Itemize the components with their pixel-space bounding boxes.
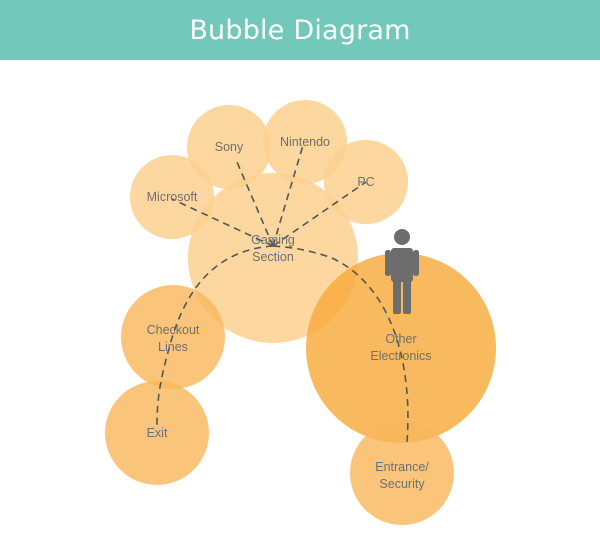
path-hub-to-sony: [236, 161, 274, 247]
label-sony: Sony: [215, 140, 244, 154]
label-exit: Exit: [147, 426, 168, 440]
label-checkout-line2: Lines: [158, 340, 188, 354]
bubble-entrance-security: [350, 421, 454, 525]
label-nintendo: Nintendo: [280, 135, 330, 149]
bubble-sony: [187, 105, 271, 189]
bubble-labels: Sony Nintendo Microsoft PC Gaming Sectio…: [147, 135, 432, 491]
label-checkout-line1: Checkout: [147, 323, 200, 337]
label-entrance-line2: Security: [379, 477, 425, 491]
label-gaming-line1: Gaming: [251, 233, 295, 247]
path-hub-to-pc: [272, 181, 367, 247]
traffic-paths: [156, 141, 409, 443]
bubbles: [105, 100, 496, 525]
bubble-other-electronics: [306, 253, 496, 443]
label-pc: PC: [357, 175, 374, 189]
bubble-gaming-section: [188, 173, 358, 343]
person-icon: [385, 229, 419, 314]
bubble-microsoft: [130, 155, 214, 239]
label-microsoft: Microsoft: [147, 190, 198, 204]
label-entrance-line1: Entrance/: [375, 460, 429, 474]
path-hub-to-exit: [156, 245, 274, 426]
label-other-line1: Other: [385, 332, 416, 346]
label-other-line2: Electronics: [370, 349, 431, 363]
diagram-title: Bubble Diagram: [189, 14, 411, 46]
path-hub-to-microsoft: [171, 198, 274, 247]
path-hub-to-nintendo: [272, 141, 305, 247]
bubble-nintendo: [263, 100, 347, 184]
bubble-exit: [105, 381, 209, 485]
label-gaming-line2: Section: [252, 250, 294, 264]
header-bar: Bubble Diagram: [0, 0, 600, 60]
